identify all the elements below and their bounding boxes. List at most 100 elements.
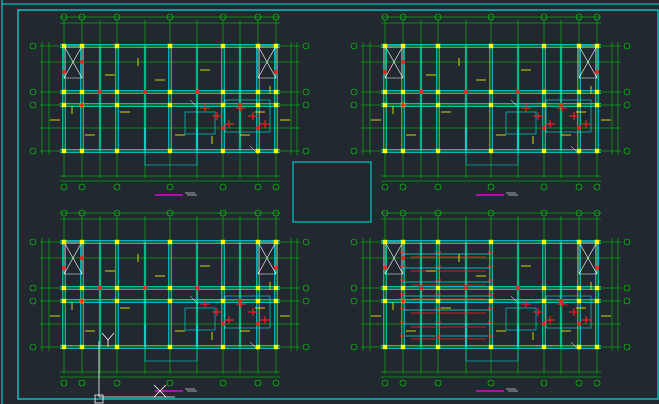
column bbox=[220, 298, 226, 304]
rebar-node bbox=[401, 299, 405, 303]
detail-zone bbox=[505, 111, 537, 135]
column bbox=[382, 344, 388, 350]
center-title-box[interactable] bbox=[292, 161, 372, 223]
column bbox=[594, 239, 600, 245]
stair-cross bbox=[384, 241, 404, 275]
column bbox=[79, 285, 85, 291]
axis-bubble bbox=[302, 101, 310, 109]
axis-bubble bbox=[350, 297, 358, 305]
axis-bubble bbox=[487, 183, 495, 191]
axis-bubble bbox=[113, 183, 121, 191]
axis-bubble bbox=[623, 88, 631, 96]
column bbox=[167, 102, 173, 108]
detail-zone bbox=[224, 99, 271, 133]
axis-bubble bbox=[272, 379, 280, 387]
rebar-node bbox=[401, 60, 405, 64]
rebar-node bbox=[516, 286, 520, 290]
axis-bubble bbox=[381, 209, 389, 217]
column bbox=[435, 298, 441, 304]
stair-cross bbox=[578, 241, 598, 275]
axis-bubble bbox=[302, 284, 310, 292]
axis-bubble bbox=[29, 284, 37, 292]
axis-bubble bbox=[575, 379, 583, 387]
axis-bubble bbox=[593, 13, 601, 21]
column bbox=[576, 239, 582, 245]
column bbox=[488, 148, 494, 154]
axis-bubble bbox=[350, 238, 358, 246]
axis-bubble bbox=[78, 379, 86, 387]
axis-bubble bbox=[434, 13, 442, 21]
axis-bubble bbox=[623, 238, 631, 246]
room-outline bbox=[465, 128, 519, 166]
axis-bubble bbox=[623, 147, 631, 155]
rebar-node bbox=[577, 322, 581, 326]
axis-bubble bbox=[219, 379, 227, 387]
stair-box bbox=[578, 241, 598, 275]
stair-cross bbox=[63, 45, 83, 79]
column bbox=[488, 285, 494, 291]
rebar-node bbox=[464, 90, 468, 94]
column bbox=[435, 239, 441, 245]
column bbox=[273, 239, 279, 245]
column bbox=[488, 89, 494, 95]
rebar-node bbox=[80, 103, 84, 107]
detail-zone bbox=[545, 295, 592, 329]
rebar-node bbox=[195, 286, 199, 290]
column bbox=[167, 285, 173, 291]
ucs-icon bbox=[94, 332, 175, 404]
rebar-node bbox=[401, 103, 405, 107]
axis-bubble bbox=[166, 209, 174, 217]
axis-bubble bbox=[113, 379, 121, 387]
column bbox=[273, 298, 279, 304]
axis-bubble bbox=[113, 209, 121, 217]
column bbox=[114, 239, 120, 245]
axis-bubble bbox=[60, 379, 68, 387]
rebar-node bbox=[542, 126, 546, 130]
stair-cross bbox=[257, 241, 277, 275]
column bbox=[167, 298, 173, 304]
detail-zone bbox=[224, 295, 271, 329]
column bbox=[255, 344, 261, 350]
column bbox=[400, 43, 406, 49]
rebar-node bbox=[80, 256, 84, 260]
rebar-node bbox=[419, 90, 423, 94]
axis-bubble bbox=[302, 238, 310, 246]
column bbox=[594, 285, 600, 291]
axis-bubble bbox=[350, 147, 358, 155]
column bbox=[167, 344, 173, 350]
stair-box bbox=[257, 45, 277, 79]
column bbox=[255, 239, 261, 245]
axis-bubble bbox=[29, 238, 37, 246]
axis-bubble bbox=[593, 379, 601, 387]
axis-bubble bbox=[60, 183, 68, 191]
axis-bubble bbox=[272, 13, 280, 21]
axis-bubble bbox=[166, 13, 174, 21]
column bbox=[167, 43, 173, 49]
axis-bubble bbox=[78, 183, 86, 191]
column bbox=[594, 43, 600, 49]
axis-bubble bbox=[399, 209, 407, 217]
column bbox=[435, 89, 441, 95]
axis-bubble bbox=[302, 88, 310, 96]
column bbox=[594, 148, 600, 154]
column bbox=[400, 89, 406, 95]
column bbox=[435, 102, 441, 108]
rebar-node bbox=[274, 70, 278, 74]
rebar-node bbox=[221, 126, 225, 130]
column bbox=[79, 89, 85, 95]
rebar-node bbox=[577, 126, 581, 130]
axis-bubble bbox=[399, 379, 407, 387]
axis-bubble bbox=[29, 297, 37, 305]
column bbox=[576, 285, 582, 291]
axis-bubble bbox=[166, 183, 174, 191]
axis-bubble bbox=[219, 209, 227, 217]
rebar-node bbox=[542, 322, 546, 326]
axis-bubble bbox=[434, 209, 442, 217]
column bbox=[61, 102, 67, 108]
axis-bubble bbox=[593, 183, 601, 191]
column bbox=[435, 344, 441, 350]
column bbox=[382, 102, 388, 108]
column bbox=[61, 43, 67, 49]
